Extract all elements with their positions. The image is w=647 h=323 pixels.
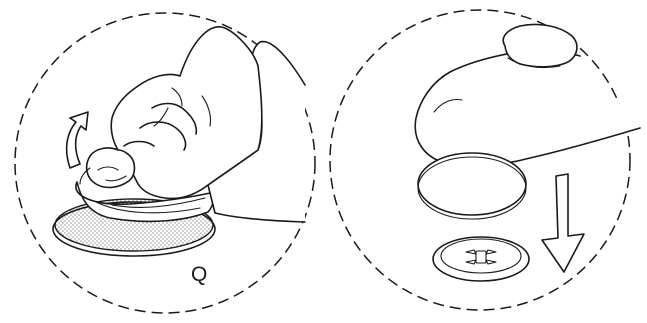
mount-base-icon [433, 237, 529, 281]
panel-press-pad [330, 10, 640, 310]
hand-left [80, 27, 305, 222]
panel-peel-liner: Q [15, 13, 315, 313]
peel-direction-arrow-icon [67, 112, 88, 168]
finger-pressing [415, 24, 640, 166]
press-down-arrow-icon [542, 174, 584, 272]
step-label: Q [191, 263, 207, 286]
adhesive-disc [418, 153, 526, 219]
